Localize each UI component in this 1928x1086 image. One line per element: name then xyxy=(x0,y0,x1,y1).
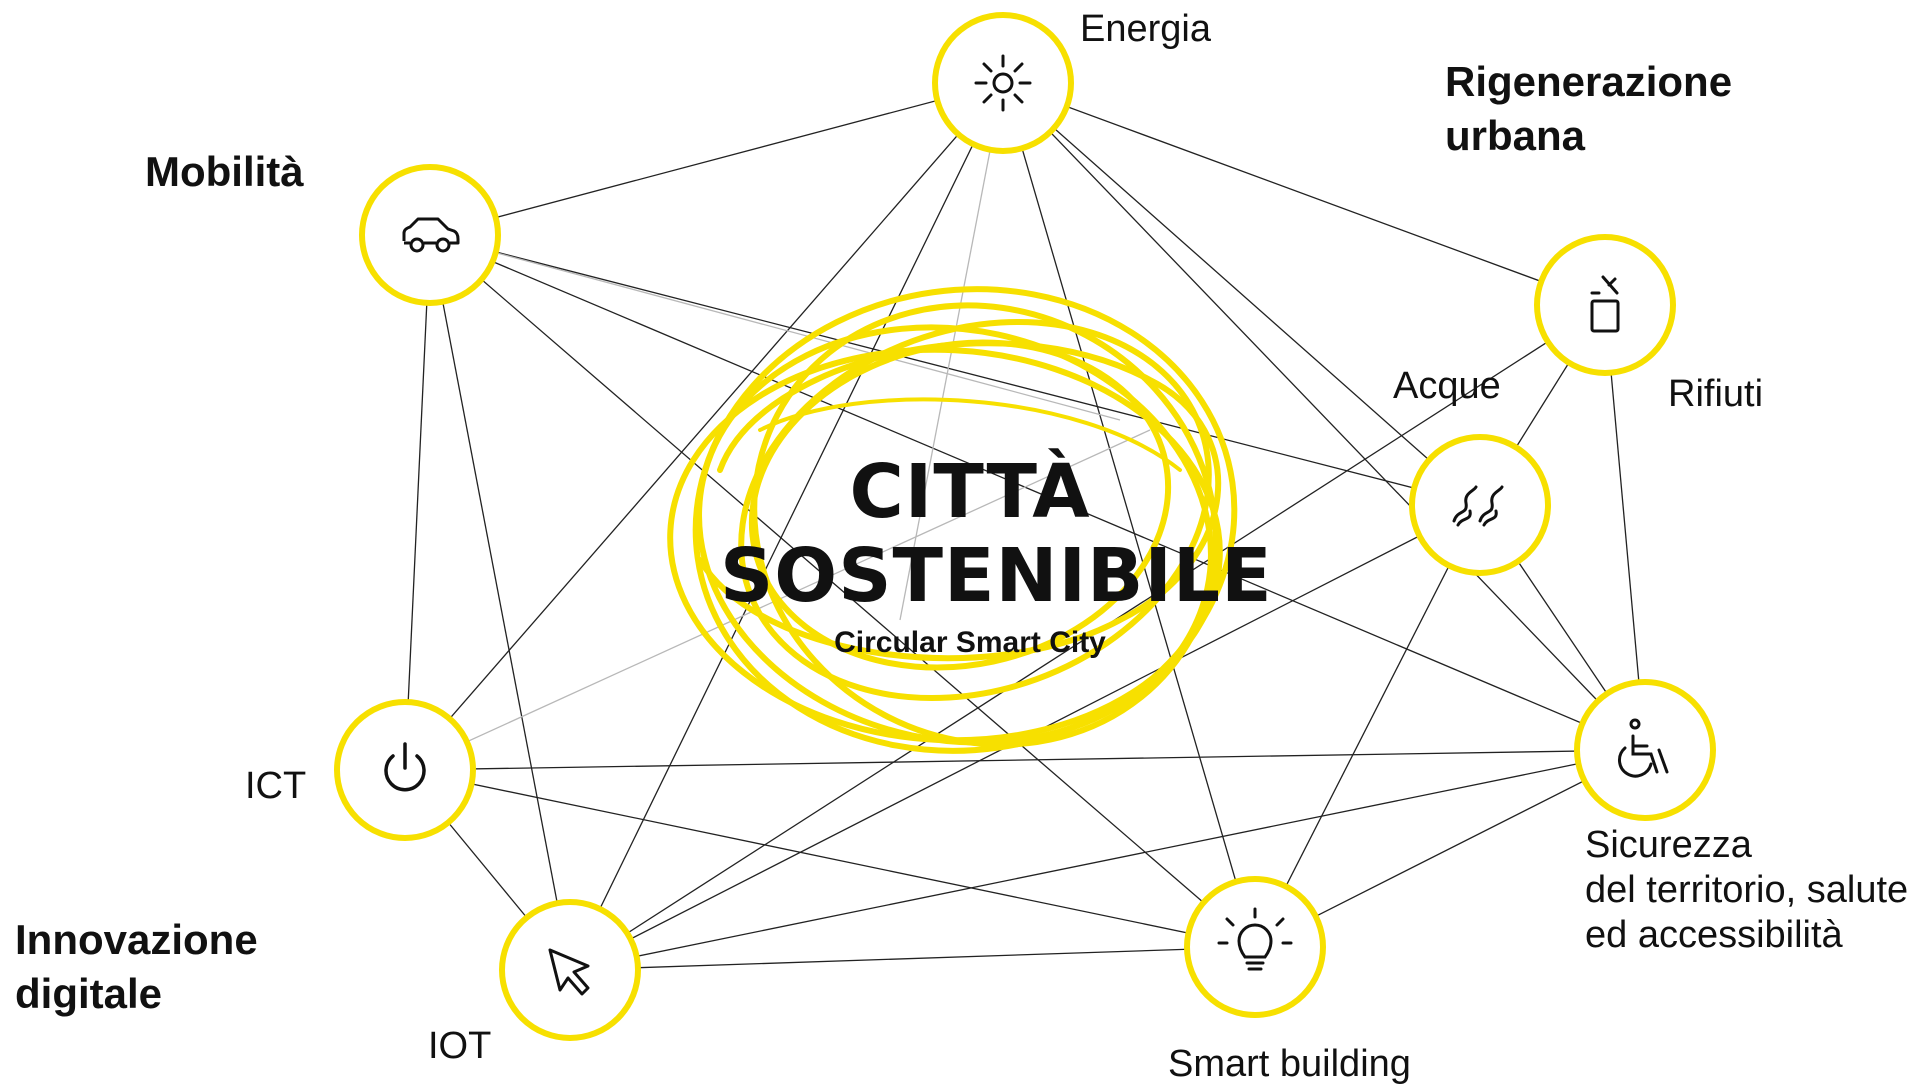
category-urban-regeneration-line1: Rigenerazione xyxy=(1445,58,1733,105)
node-label-sicurezza-line2: del territorio, salute xyxy=(1585,869,1909,911)
node-mobilita xyxy=(359,164,501,306)
cursor-pointer-icon xyxy=(548,948,590,996)
node-label-rifiuti: Rifiuti xyxy=(1668,373,1764,415)
edge-mobilita-smart_building xyxy=(429,234,1256,948)
node-rifiuti xyxy=(1534,234,1676,376)
lightbulb-icon xyxy=(1217,907,1293,971)
node-smart-building xyxy=(1184,876,1326,1018)
category-mobility: Mobilità xyxy=(145,148,304,195)
node-energia xyxy=(932,12,1074,154)
node-iot xyxy=(499,899,641,1041)
node-circle xyxy=(1184,876,1326,1018)
node-label-smart-building: Smart building xyxy=(1168,1043,1411,1085)
edge-mobilita-iot xyxy=(429,234,571,971)
edge-mobilita-acque xyxy=(429,234,1481,506)
node-label-ict: ICT xyxy=(245,765,307,807)
edge-smart_building-ict xyxy=(404,769,1256,948)
node-circle xyxy=(1574,679,1716,821)
edge-mobilita-sicurezza xyxy=(429,234,1646,751)
edge-energia-sicurezza xyxy=(1002,82,1646,751)
edge-energia-ict xyxy=(404,82,1004,771)
node-label-sicurezza: Sicurezza del territorio, salute ed acce… xyxy=(1585,823,1908,958)
node-label-sicurezza-line3: ed accessibilità xyxy=(1585,914,1843,956)
waste-bin-icon xyxy=(1590,275,1620,333)
car-icon xyxy=(402,217,460,253)
node-circle xyxy=(499,899,641,1041)
edge-energia-smart_building xyxy=(1002,82,1256,948)
node-ict xyxy=(334,699,476,841)
node-circle xyxy=(334,699,476,841)
category-urban-regeneration: Rigenerazione urbana xyxy=(1445,55,1732,163)
node-circle xyxy=(1409,434,1551,576)
node-circle xyxy=(359,164,501,306)
edge-smart_building-iot xyxy=(569,946,1256,971)
edge-sicurezza-smart_building xyxy=(1254,749,1646,948)
center-title-line2: SOSTENIBILE xyxy=(720,533,1273,619)
edge-sicurezza-ict xyxy=(404,749,1646,771)
edge-energia-acque xyxy=(1002,82,1481,506)
category-digital-innovation: Innovazione digitale xyxy=(15,913,258,1021)
node-label-acque: Acque xyxy=(1393,365,1501,407)
center-title: CITTÀ SOSTENIBILE Circular Smart City xyxy=(720,449,1273,660)
water-waves-icon xyxy=(1452,485,1504,527)
edge-energia-rifiuti xyxy=(1002,82,1606,306)
edge-rifiuti-sicurezza xyxy=(1604,304,1646,751)
center-scribble xyxy=(667,286,1238,754)
category-digital-innovation-line2: digitale xyxy=(15,970,163,1017)
node-label-energia: Energia xyxy=(1080,8,1211,50)
wheelchair-icon xyxy=(1618,718,1669,778)
category-urban-regeneration-line2: urbana xyxy=(1445,112,1586,159)
node-sicurezza xyxy=(1574,679,1716,821)
node-label-iot: IOT xyxy=(428,1025,492,1067)
node-acque xyxy=(1409,434,1551,576)
edge-energia-mobilita xyxy=(429,82,1004,236)
center-title-line1: CITTÀ xyxy=(849,449,1091,535)
node-circle xyxy=(1534,234,1676,376)
category-digital-innovation-line1: Innovazione xyxy=(15,916,258,963)
node-circle xyxy=(932,12,1074,154)
edge-light-0 xyxy=(429,234,1121,421)
sun-icon xyxy=(974,54,1032,112)
edge-energia-iot xyxy=(569,82,1004,971)
edge-mobilita-ict xyxy=(404,234,431,771)
power-icon xyxy=(384,742,426,792)
edge-sicurezza-iot xyxy=(569,749,1646,971)
node-label-sicurezza-line1: Sicurezza xyxy=(1585,824,1752,866)
center-subtitle: Circular Smart City xyxy=(834,626,1106,659)
edge-acque-smart_building xyxy=(1254,504,1481,948)
